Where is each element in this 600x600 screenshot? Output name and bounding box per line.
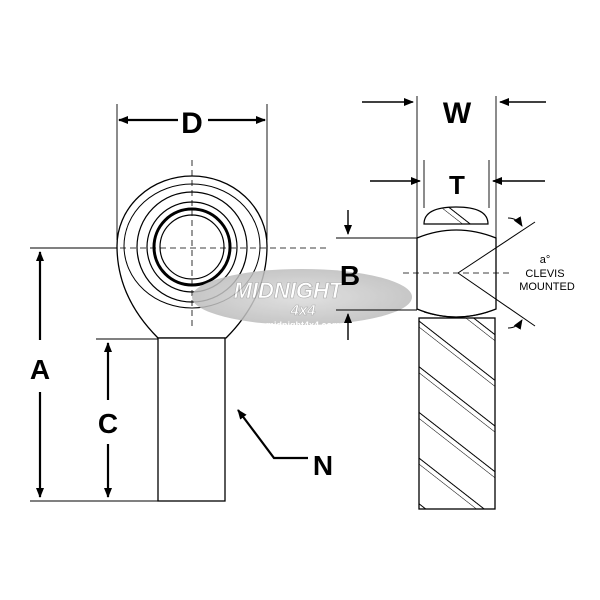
bearing-ball	[152, 207, 232, 287]
watermark-ellipse	[192, 269, 412, 325]
threaded-shank	[157, 337, 226, 502]
ball-bottom	[423, 311, 489, 318]
label-w: W	[443, 97, 472, 130]
front-view: D A C N	[30, 104, 333, 502]
angle-arc-lower	[507, 319, 523, 330]
label-b: B	[340, 260, 360, 291]
ball-top	[423, 206, 489, 225]
n-leader	[237, 409, 308, 460]
bearing-race	[136, 191, 248, 303]
angle-symbol: a°	[540, 254, 551, 266]
label-d: D	[181, 107, 203, 140]
side-shank	[418, 317, 496, 510]
side-view: a° CLEVIS MOUNTED W T B	[336, 96, 575, 510]
angle-line-upper	[457, 221, 536, 274]
side-body	[416, 229, 497, 318]
watermark-brand-sub: 4x4	[289, 302, 316, 319]
watermark-brand: MIDNIGHT	[234, 278, 344, 303]
angle-line-lower	[457, 272, 536, 327]
label-c: C	[98, 408, 118, 439]
angle-line2: MOUNTED	[519, 281, 575, 293]
angle-line1: CLEVIS	[525, 268, 564, 280]
watermark-url: midnight4x4.com	[266, 320, 340, 330]
angle-arc-upper	[507, 216, 523, 227]
bearing-ball-outer	[146, 201, 238, 293]
label-n: N	[313, 450, 333, 481]
watermark-logo: MIDNIGHT 4x4 midnight4x4.com	[192, 269, 412, 330]
label-a: A	[30, 354, 50, 385]
label-t: T	[449, 170, 465, 200]
bore-hole	[159, 214, 225, 280]
bearing-race-outer	[123, 183, 261, 309]
